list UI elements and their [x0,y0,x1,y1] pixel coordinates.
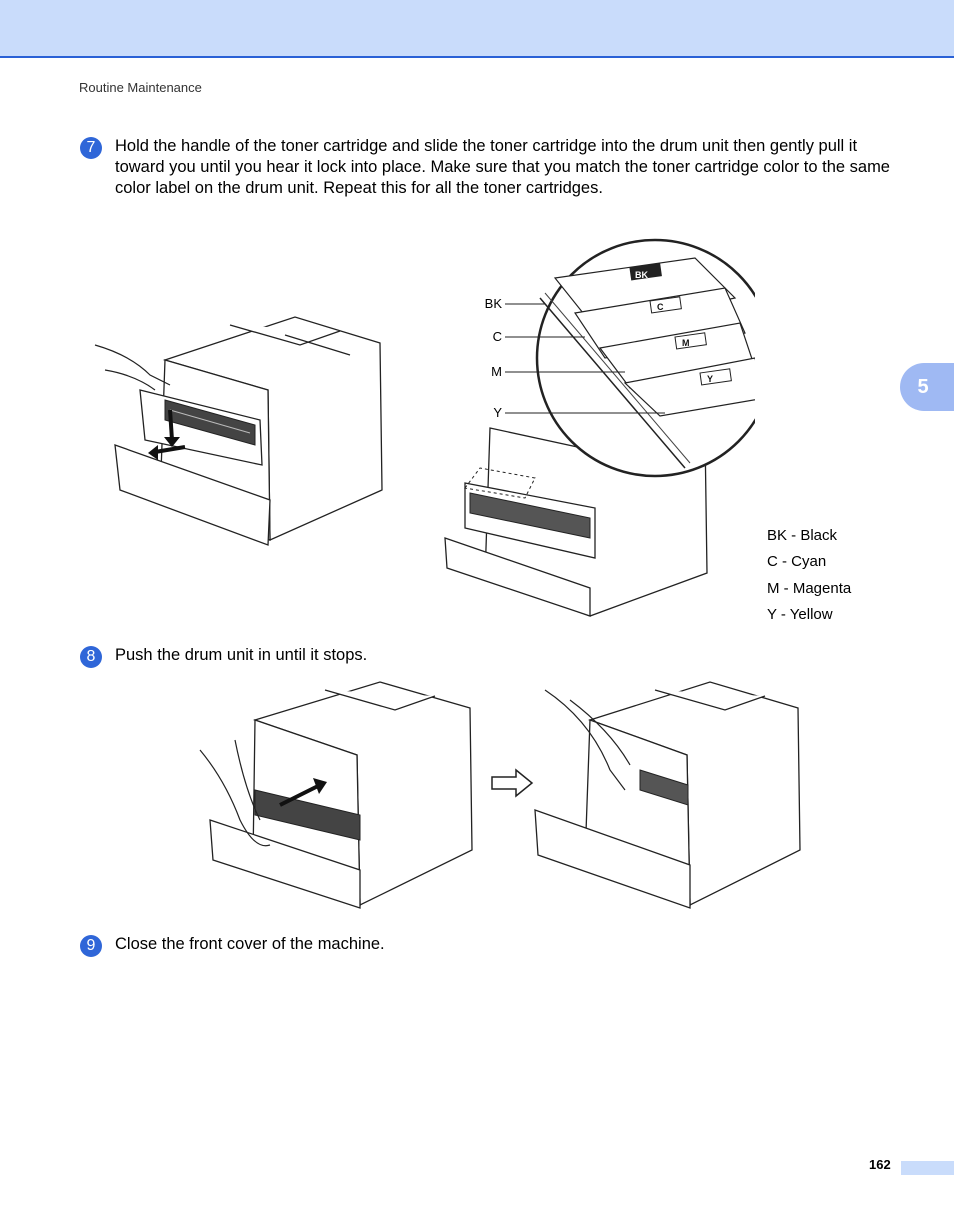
step-7: 7 Hold the handle of the toner cartridge… [80,136,900,199]
push-drum-illustration [199,681,473,909]
callout-m: M [491,364,502,379]
step-text: Close the front cover of the machine. [115,935,385,953]
page-number-bar [901,1161,954,1175]
step-number-badge: 7 [80,137,102,159]
legend-magenta: M - Magenta [767,580,852,597]
step-9: 9 Close the front cover of the machine. [80,934,900,957]
legend-black: BK - Black [767,527,838,544]
callout-bk: BK [485,296,503,311]
step-number-badge: 9 [80,935,102,957]
step-text: Push the drum unit in until it stops. [115,646,368,664]
cartridge-label-y: Y [707,374,713,384]
drum-inserted-illustration [534,681,801,909]
cartridge-label-m: M [682,338,690,348]
step-8: 8 Push the drum unit in until it stops. [80,645,900,668]
cartridge-label-c: C [657,302,664,312]
header-band [0,0,954,58]
drum-color-labels-illustration: BK C M Y BK C M Y [444,238,755,617]
legend-cyan: C - Cyan [767,553,827,570]
callout-y: Y [493,405,502,420]
step-number-badge: 8 [80,646,102,668]
running-head: Routine Maintenance [79,80,202,95]
page-number: 162 [869,1157,891,1172]
cartridge-label-bk: BK [635,270,648,280]
step-text: Hold the handle of the toner cartridge a… [115,137,890,197]
toner-insert-illustration [94,316,383,546]
callout-c: C [493,329,502,344]
arrow-icon [491,768,534,798]
legend-yellow: Y - Yellow [767,606,833,623]
chapter-tab[interactable]: 5 [900,363,954,411]
